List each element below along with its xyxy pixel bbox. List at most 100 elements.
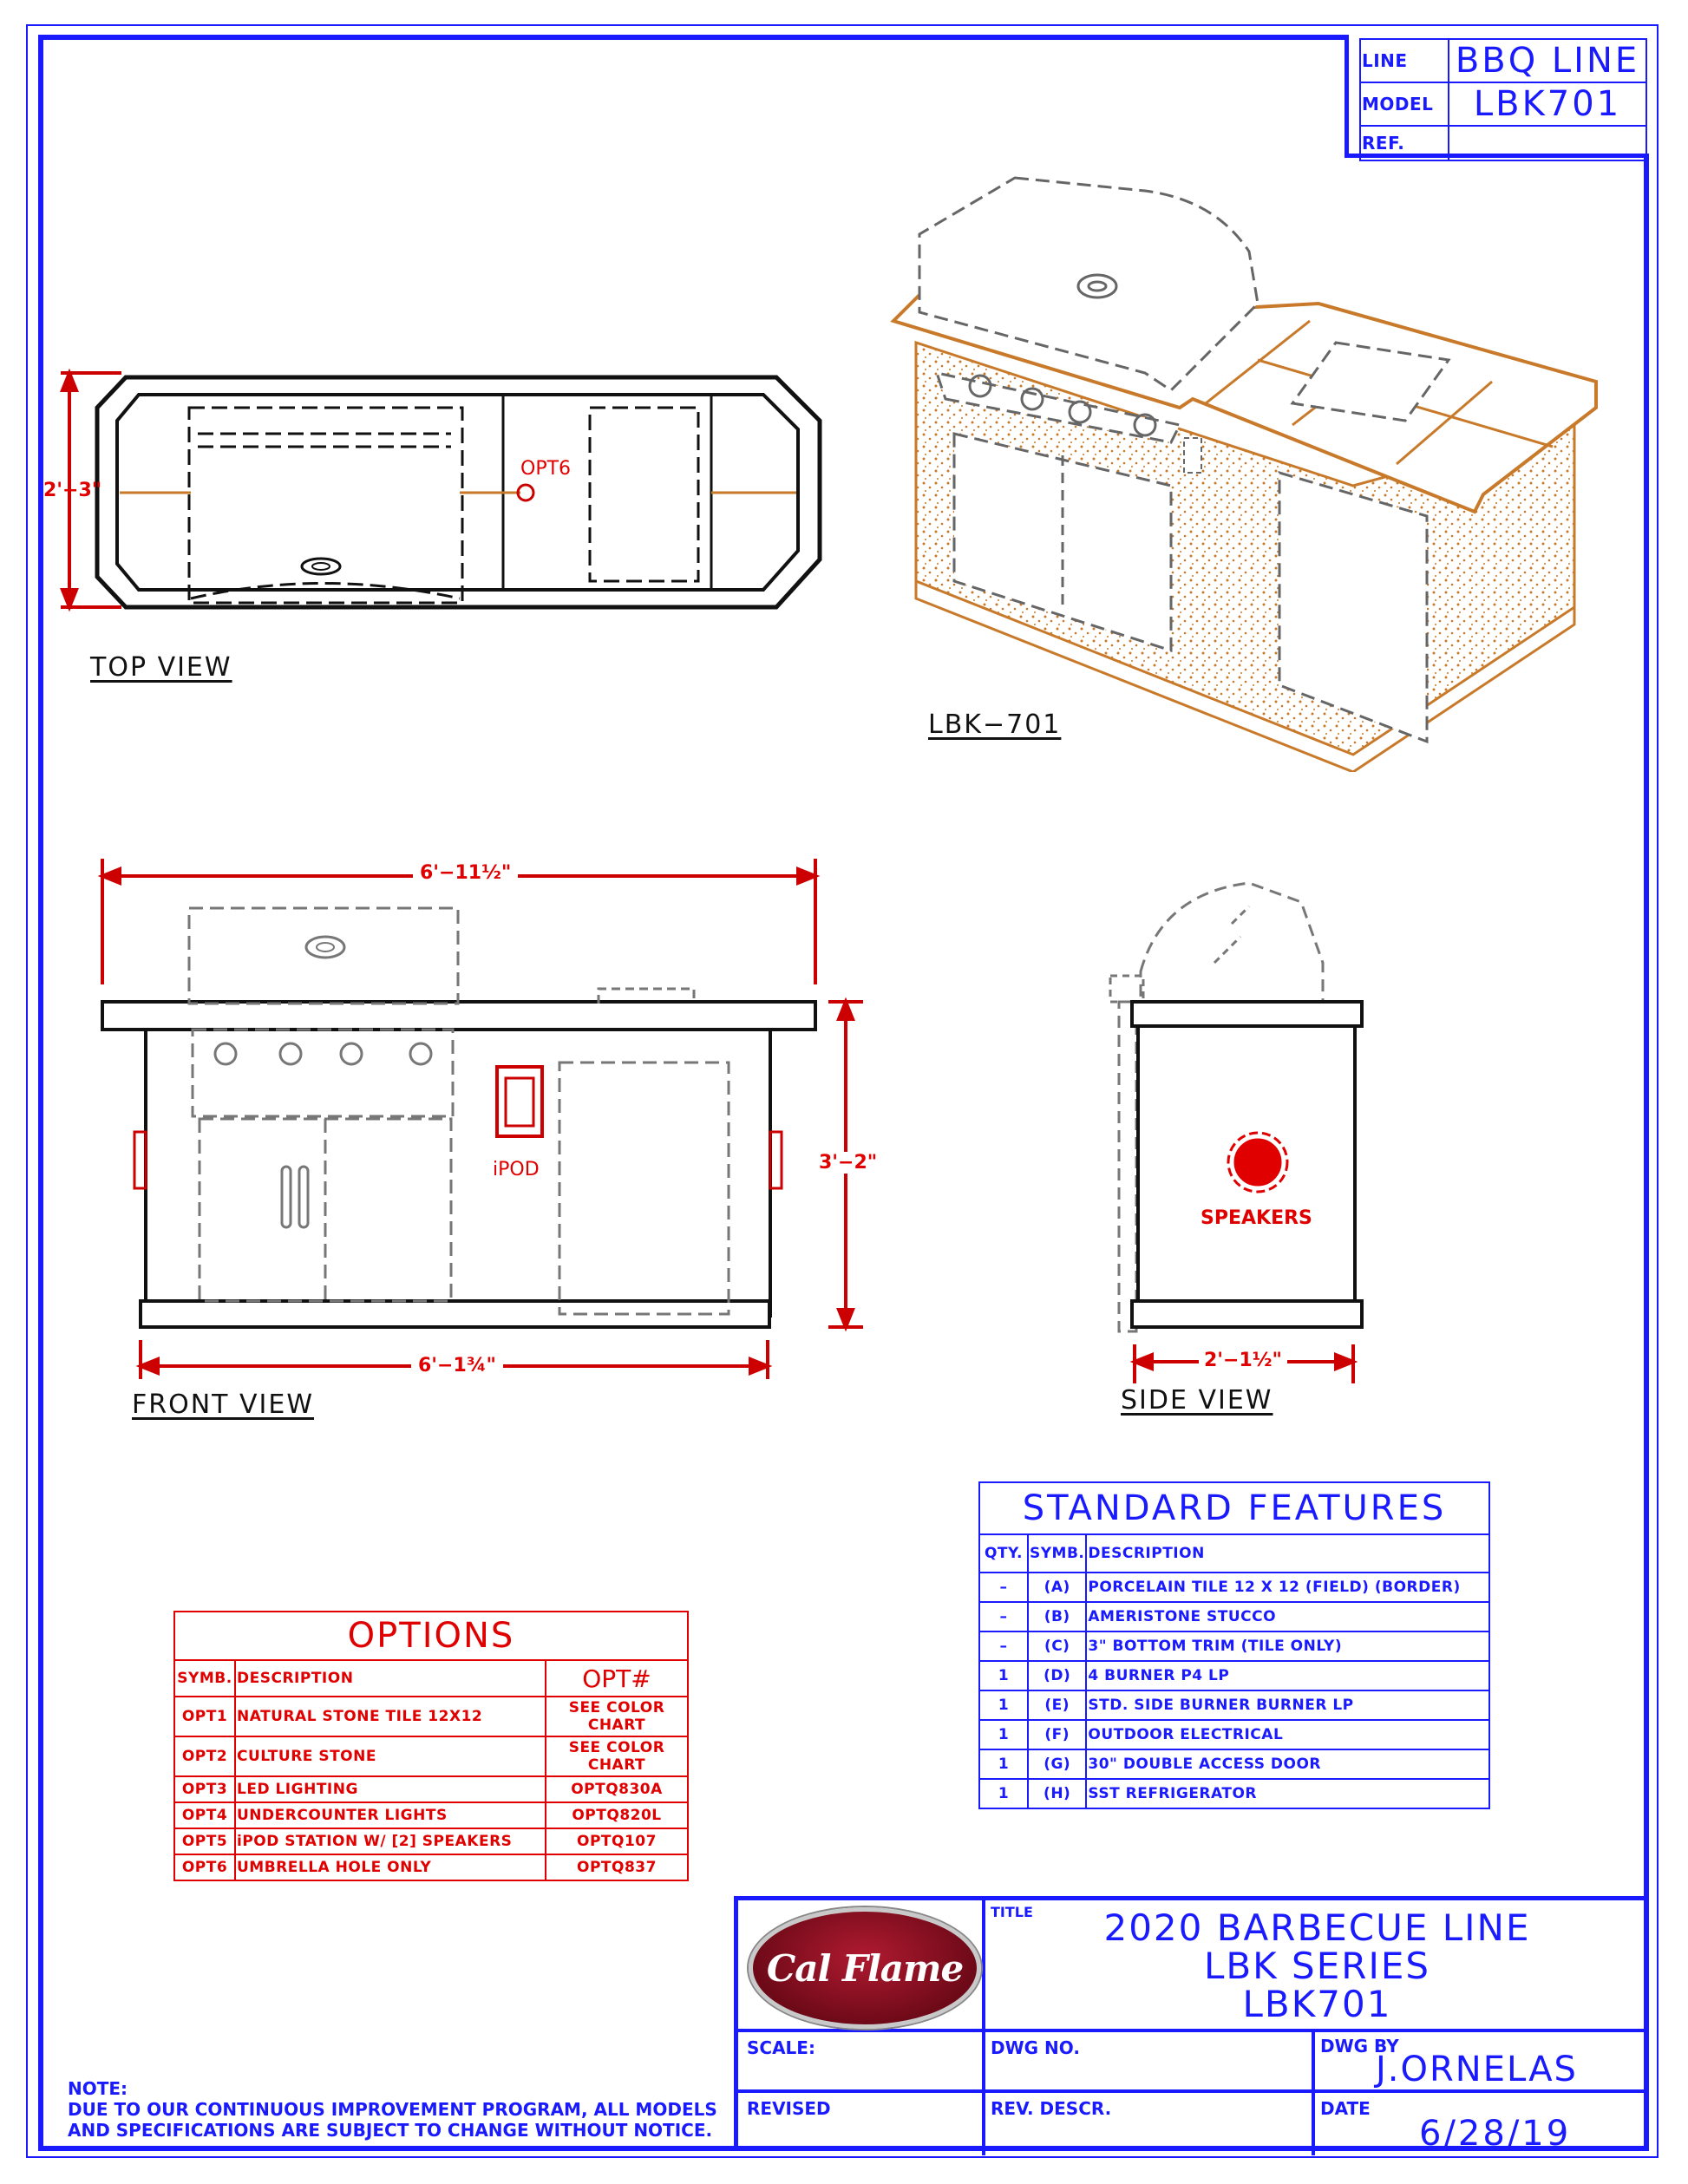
date-label: DATE [1320, 2098, 1371, 2119]
option-symb: OPT2 [181, 1748, 228, 1765]
top-depth-dim: 2'−3" [43, 480, 102, 501]
dwg-by-label: DWG BY [1320, 2036, 1399, 2056]
title-line-1: 2020 BARBECUE LINE [1103, 1906, 1531, 1949]
option-number: OPTQ830A [571, 1781, 663, 1798]
dwg-no-label: DWG NO. [991, 2037, 1080, 2058]
option-description: CULTURE STONE [237, 1748, 376, 1765]
sf-description: 3" BOTTOM TRIM (TILE ONLY) [1088, 1638, 1343, 1655]
top-view-label: TOP VIEW [90, 652, 232, 683]
option-symb: OPT6 [181, 1859, 228, 1876]
front-height-dim: 3'−2" [815, 1152, 881, 1174]
side-view-label: SIDE VIEW [1121, 1385, 1273, 1416]
outer-frame [26, 24, 1659, 2158]
sf-header-description: DESCRIPTION [1088, 1545, 1205, 1562]
title-line-2: LBK SERIES [1203, 1945, 1431, 1987]
opt-header-optnum: OPT# [582, 1664, 651, 1693]
footer-block: Cal Flame TITLE 2020 BARBECUE LINE LBK S… [734, 1896, 1649, 2155]
front-width-bottom-dim: 6'−1¾" [411, 1355, 504, 1376]
option-symb: OPT4 [181, 1807, 228, 1824]
revised-cell: REVISED [738, 2093, 985, 2155]
model-value: LBK701 [1473, 84, 1622, 124]
sf-symb: (B) [1044, 1608, 1070, 1625]
sf-row: – (B) AMERISTONE STUCCO [978, 1601, 1490, 1632]
sf-qty: 1 [998, 1726, 1010, 1743]
note-line-2: AND SPECIFICATIONS ARE SUBJECT TO CHANGE… [68, 2120, 713, 2141]
note-title: NOTE: [68, 2078, 128, 2099]
note-line-1: DUE TO OUR CONTINUOUS IMPROVEMENT PROGRA… [68, 2099, 717, 2120]
option-symb: OPT3 [181, 1781, 228, 1798]
sf-symb: (C) [1044, 1638, 1070, 1655]
sf-row: 1 (E) STD. SIDE BURNER BURNER LP [978, 1690, 1490, 1721]
sf-symb: (H) [1044, 1785, 1071, 1802]
opt6-label: OPT6 [520, 458, 572, 480]
sf-qty: – [999, 1638, 1008, 1655]
sf-symb: (A) [1044, 1579, 1070, 1596]
option-number: OPTQ107 [577, 1833, 657, 1850]
opt-header-description: DESCRIPTION [237, 1670, 354, 1687]
option-symb: OPT5 [181, 1833, 228, 1850]
cal-flame-logo: Cal Flame [749, 1907, 981, 2029]
sf-description: 4 BURNER P4 LP [1088, 1667, 1230, 1684]
dwg-by-value: J.ORNELAS [1376, 2050, 1578, 2089]
options-title: OPTIONS [347, 1616, 515, 1656]
option-row: OPT6 UMBRELLA HOLE ONLY OPTQ837 [173, 1854, 689, 1881]
option-row: OPT3 LED LIGHTING OPTQ830A [173, 1775, 689, 1803]
sf-description: STD. SIDE BURNER BURNER LP [1088, 1697, 1354, 1714]
sf-description: PORCELAIN TILE 12 X 12 (FIELD) (BORDER) [1088, 1579, 1461, 1596]
sf-qty: 1 [998, 1667, 1010, 1684]
scale-label: SCALE: [747, 2037, 815, 2058]
line-label: LINE [1362, 50, 1408, 71]
sf-row: 1 (F) OUTDOOR ELECTRICAL [978, 1719, 1490, 1750]
logo-text: Cal Flame [766, 1946, 964, 1990]
rev-descr-label: REV. DESCR. [991, 2098, 1112, 2119]
side-view-drawing [1109, 881, 1364, 1383]
logo-cell: Cal Flame [738, 1900, 985, 2032]
sf-qty: 1 [998, 1785, 1010, 1802]
standard-features-table: STANDARD FEATURES QTY. SYMB. DESCRIPTION… [978, 1481, 1490, 1809]
sf-row: 1(G)30" DOUBLE ACCESS DOOR [978, 1749, 1490, 1780]
opt-header-symb: SYMB. [177, 1670, 232, 1687]
option-row: OPT2 CULTURE STONE SEE COLOR CHART [173, 1736, 689, 1777]
sf-symb: (E) [1044, 1697, 1070, 1714]
title-label: TITLE [991, 1904, 1033, 1920]
option-number: OPTQ820L [572, 1807, 662, 1824]
date-cell: DATE 6/28/19 [1315, 2093, 1649, 2155]
iso-view-drawing [890, 176, 1598, 772]
sf-description: SST REFRIGERATOR [1088, 1785, 1257, 1802]
date-value: 6/28/19 [1419, 2114, 1572, 2154]
sf-description: AMERISTONE STUCCO [1088, 1608, 1277, 1625]
sf-qty: 1 [998, 1697, 1010, 1714]
option-description: UNDERCOUNTER LIGHTS [237, 1807, 448, 1824]
standard-features-title: STANDARD FEATURES [1022, 1488, 1447, 1528]
sf-row: 1 (H) SST REFRIGERATOR [978, 1778, 1490, 1809]
option-number: SEE COLOR CHART [568, 1699, 665, 1734]
sf-qty: – [999, 1608, 1008, 1625]
option-description: LED LIGHTING [237, 1781, 358, 1798]
front-view-drawing [97, 859, 863, 1379]
top-view-drawing [60, 368, 822, 612]
option-number: OPTQ837 [577, 1859, 657, 1876]
inner-frame [38, 35, 1649, 2151]
option-row: OPT5 iPOD STATION W/ [2] SPEAKERS OPTQ107 [173, 1828, 689, 1855]
model-label: MODEL [1362, 94, 1434, 114]
option-description: NATURAL STONE TILE 12X12 [237, 1708, 483, 1725]
ref-label: REF. [1362, 133, 1405, 154]
option-number: SEE COLOR CHART [568, 1739, 665, 1774]
scale-cell: SCALE: [738, 2032, 985, 2093]
side-depth-dim: 2'−1½" [1199, 1350, 1288, 1371]
rev-descr-cell: REV. DESCR. [985, 2093, 1315, 2155]
option-row: OPT4 UNDERCOUNTER LIGHTS OPTQ820L [173, 1801, 689, 1829]
ipod-label: iPOD [493, 1159, 540, 1180]
sf-header-symb: SYMB. [1030, 1545, 1085, 1562]
option-description: UMBRELLA HOLE ONLY [237, 1859, 432, 1876]
sf-qty: – [999, 1579, 1008, 1596]
sf-symb: (F) [1044, 1726, 1070, 1743]
sf-description: 30" DOUBLE ACCESS DOOR [1088, 1756, 1321, 1773]
dwg-no-cell: DWG NO. [985, 2032, 1315, 2093]
title-cell: TITLE 2020 BARBECUE LINE LBK SERIES LBK7… [985, 1900, 1649, 2032]
title-line-3: LBK701 [1242, 1983, 1392, 2025]
sf-description: OUTDOOR ELECTRICAL [1088, 1726, 1284, 1743]
sf-header-qty: QTY. [984, 1545, 1023, 1562]
option-description: iPOD STATION W/ [2] SPEAKERS [237, 1833, 513, 1850]
